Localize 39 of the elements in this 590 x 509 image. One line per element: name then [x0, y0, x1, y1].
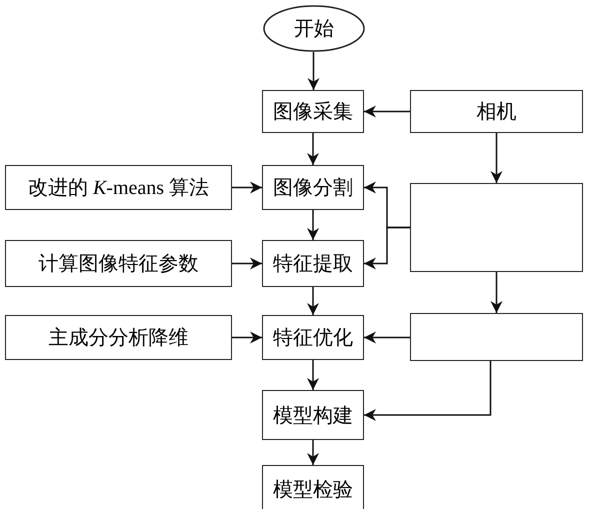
process-box	[262, 165, 364, 210]
arrow	[308, 52, 320, 90]
arrow	[307, 360, 319, 390]
empty-box	[410, 183, 583, 272]
node-label: 图像采集	[273, 100, 353, 125]
arrow	[232, 258, 262, 270]
node-label: 图像分割	[273, 176, 353, 201]
arrow	[364, 106, 410, 118]
node-label: 改进的 K-means 算法	[28, 176, 210, 201]
process-box	[262, 315, 364, 360]
empty-box	[410, 313, 583, 361]
arrow	[490, 272, 502, 313]
process-box	[5, 315, 232, 360]
process-box	[262, 465, 364, 509]
node-label: 模型检验	[273, 478, 353, 503]
arrow	[307, 210, 319, 240]
node-label: 相机	[476, 100, 516, 125]
process-box	[410, 90, 583, 133]
node-label: 开始	[294, 17, 334, 42]
process-box	[5, 165, 232, 210]
start-terminal	[263, 5, 365, 52]
arrow	[490, 133, 502, 183]
process-box	[5, 240, 232, 287]
node-label: 主成分分析降维	[48, 326, 188, 351]
arrow	[232, 182, 262, 194]
node-label: 特征优化	[273, 326, 353, 351]
node-label: 计算图像特征参数	[38, 252, 198, 277]
node-label: 模型构建	[273, 404, 353, 428]
arrow	[307, 440, 319, 465]
arrow	[307, 287, 319, 315]
arrow	[232, 332, 262, 344]
arrow	[364, 332, 410, 344]
process-box	[262, 90, 364, 133]
process-box	[262, 240, 364, 287]
arrow	[364, 226, 410, 270]
process-box	[262, 390, 364, 440]
node-label: 特征提取	[273, 252, 353, 277]
arrow	[364, 361, 492, 421]
arrow	[307, 133, 319, 165]
